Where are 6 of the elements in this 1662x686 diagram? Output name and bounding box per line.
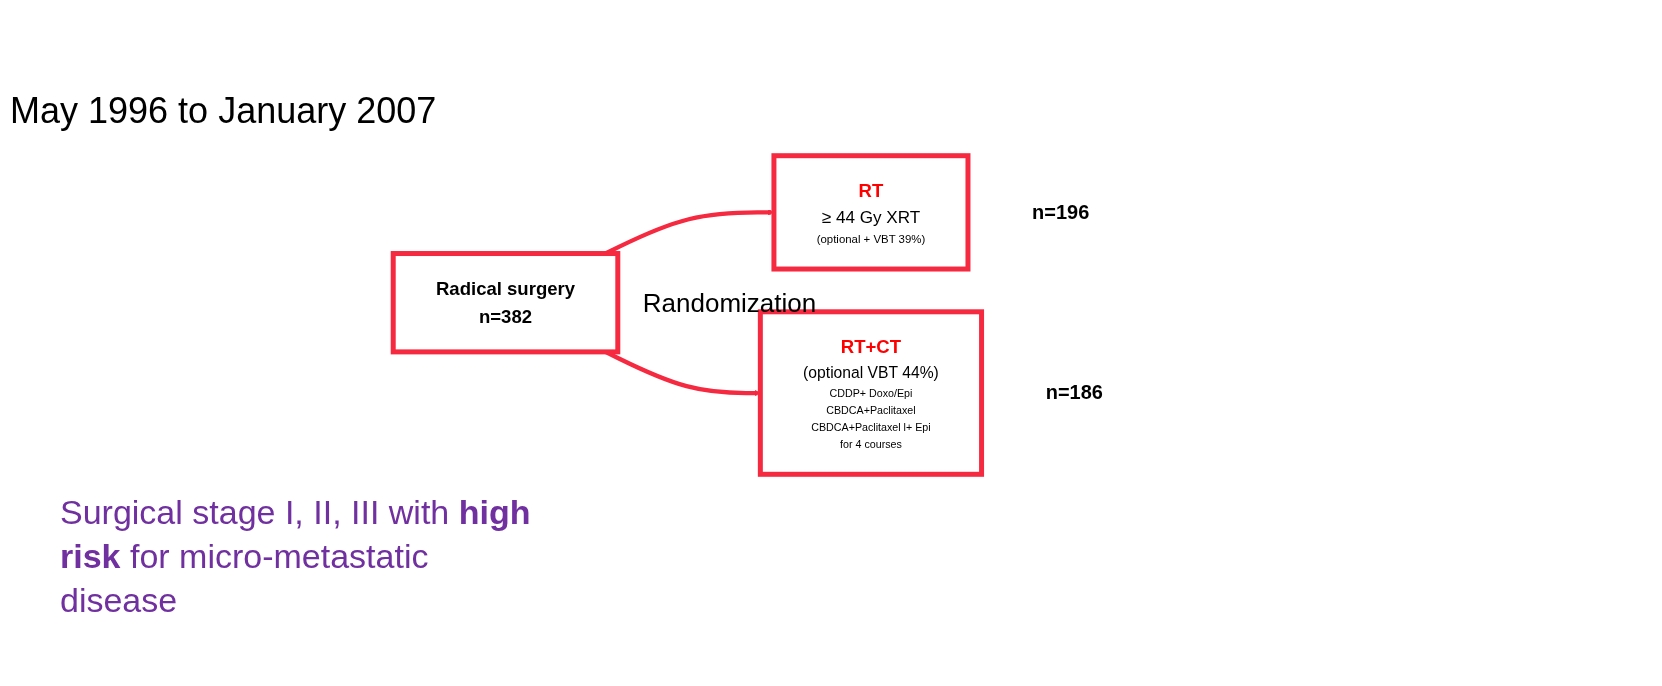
count-text: n=196 <box>1032 200 1090 224</box>
treatment-box: RT ≥ 44 Gy XRT (optional + VBT 39%) <box>771 153 971 272</box>
date-range-text: May 1996 to January 2007 <box>10 90 437 132</box>
count-text: n=186 <box>1045 381 1103 404</box>
eligibility-note: Surgical stage I, II, III with high risk for micro-metastatic disease <box>60 492 532 622</box>
treatment-box: Radical surgery n=382 <box>390 251 621 355</box>
